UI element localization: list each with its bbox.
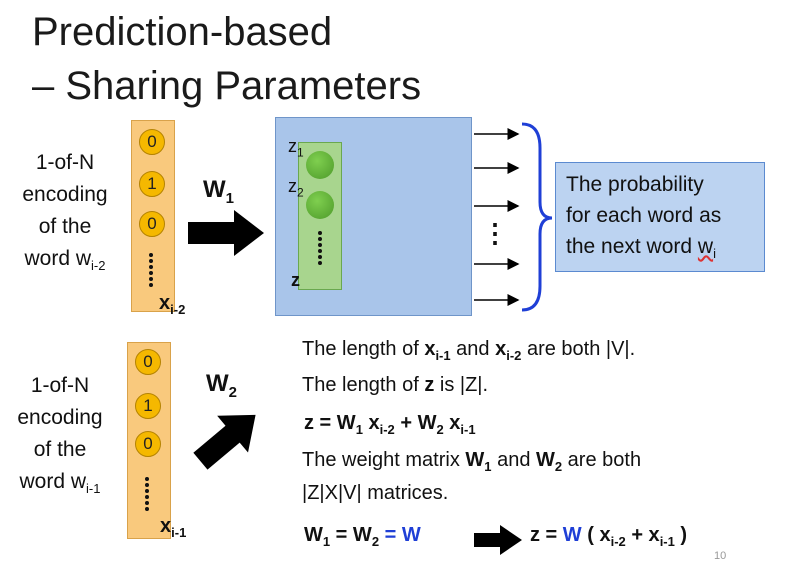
title-line-1: Prediction-based [32, 10, 333, 54]
output-description: The probability for each word as the nex… [555, 162, 765, 272]
encoding-label-line: of the [33, 438, 87, 461]
next-word-symbol: wi [697, 235, 716, 262]
arrow-diagonal-icon [193, 414, 256, 470]
encoding-label-line: encoding [22, 183, 108, 206]
vector-cell: 1 [139, 171, 165, 197]
output-line: the next word wi [566, 235, 716, 262]
note-equation: z = W1 xi-2 + W2 xi-1 [304, 412, 476, 437]
arrow-right-icon [188, 210, 264, 256]
vertical-ellipsis-icon [318, 231, 322, 267]
hidden-layer [298, 142, 342, 290]
curly-brace-icon [521, 122, 553, 312]
page-number: 10 [714, 550, 727, 562]
output-line: The probability [566, 173, 704, 196]
output-arrows [474, 122, 553, 312]
note-length-x: The length of xi-1 and xi-2 are both |V|… [302, 338, 636, 363]
output-ellipsis: ⋮ [482, 218, 508, 248]
encoding-word-label: word wi-1 [19, 470, 101, 497]
vector-cell: 0 [139, 211, 165, 237]
hidden-neuron [306, 151, 334, 179]
arrow-right-icon [474, 525, 522, 555]
vector-label-top: xi-2 [159, 292, 186, 317]
note-weight-line-1: The weight matrix W1 and W2 are both [302, 449, 642, 474]
weight-label-w1: W1 [203, 176, 234, 207]
encoding-label-line: 1-of-N [30, 374, 90, 397]
input-vector-top: 0 1 0 [131, 120, 175, 312]
note-length-z: The length of z is |Z|. [302, 374, 489, 396]
weight-label-w2: W2 [206, 370, 237, 401]
hidden-neuron [306, 191, 334, 219]
note-weight-line-2: |Z|X|V| matrices. [302, 482, 449, 504]
encoding-label-line: 1-of-N [35, 151, 95, 174]
vector-cell: 0 [139, 129, 165, 155]
note-result-equation: z = W ( xi-2 + xi-1 ) [530, 524, 688, 549]
output-line: for each word as [566, 204, 722, 227]
title-line-2: – Sharing Parameters [32, 64, 422, 108]
hidden-label-z2: z2 [288, 176, 304, 200]
vector-cell: 1 [135, 393, 161, 419]
note-shared-weights: W1 = W2 = W [304, 524, 421, 549]
encoding-word-label: word wi-2 [24, 247, 106, 274]
encoding-label-line: of the [38, 215, 92, 238]
encoding-label-line: encoding [17, 406, 103, 429]
vector-label-bottom: xi-1 [160, 515, 187, 540]
encoding-label-top: 1-of-N encoding of the word wi-2 [5, 147, 125, 282]
vector-cell: 0 [135, 431, 161, 457]
hidden-label-z: z [291, 270, 300, 290]
hidden-label-z1: z1 [288, 136, 304, 160]
vector-cell: 0 [135, 349, 161, 375]
vertical-ellipsis-icon [145, 477, 149, 513]
input-vector-bottom: 0 1 0 [127, 342, 171, 539]
encoding-label-bottom: 1-of-N encoding of the word wi-1 [0, 370, 120, 505]
vertical-ellipsis-icon [149, 253, 153, 289]
